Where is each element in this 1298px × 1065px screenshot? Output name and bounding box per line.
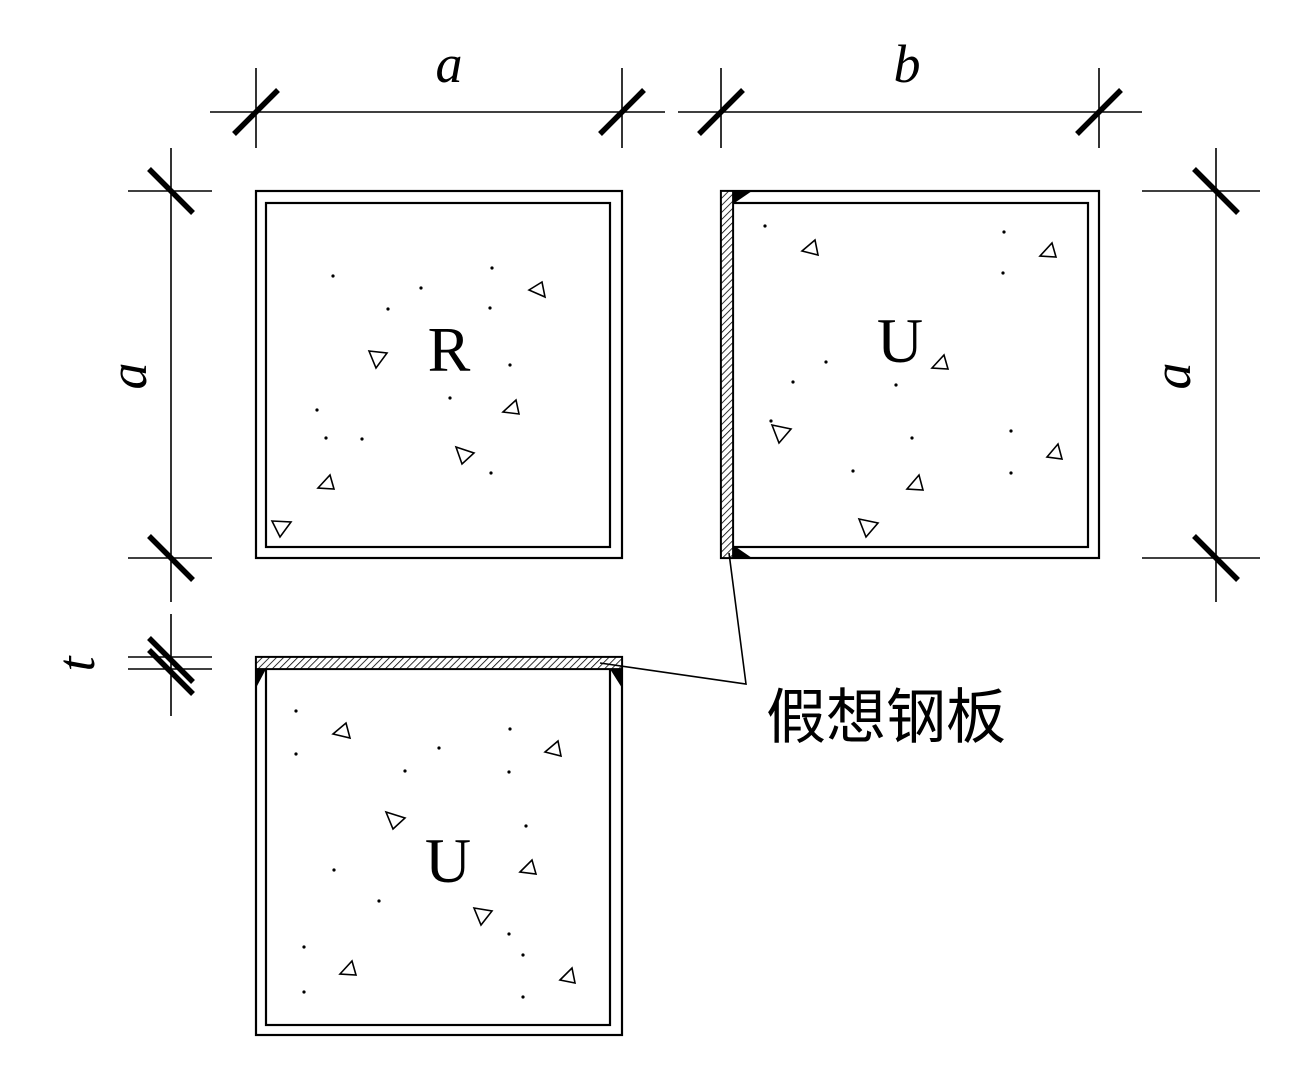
assumed-steel-plate-horizontal [255,656,623,670]
concrete-aggregate [270,266,547,539]
dim-right: a [1142,148,1260,602]
dim-thickness: t [46,614,212,716]
dim-label-t: t [46,655,106,672]
dim-label-b: b [894,34,921,94]
weld-bottom [733,545,752,558]
u-section-right: U [719,189,1101,560]
concrete-aggregate [294,709,577,999]
dim-label-a-left: a [98,363,158,390]
u-section-bottom-label: U [425,825,471,896]
dim-label-a-top: a [436,34,463,94]
concrete-aggregate [763,224,1064,539]
callout-leader [599,552,747,685]
weld-top [733,191,752,204]
assumed-steel-plate-label: 假想钢板 [766,683,1006,753]
weld-left [256,669,266,688]
dim-left: a [98,148,212,602]
dim-top-right: b [678,34,1142,148]
r-section: R [254,189,624,560]
dim-label-a-right: a [1142,363,1202,390]
assumed-steel-plate-vertical [720,190,734,559]
r-section-label: R [428,314,471,385]
u-section-bottom: U [254,655,624,1037]
dim-top-left: a [210,34,665,148]
weld-right [610,669,622,688]
u-section-right-label: U [877,305,923,376]
